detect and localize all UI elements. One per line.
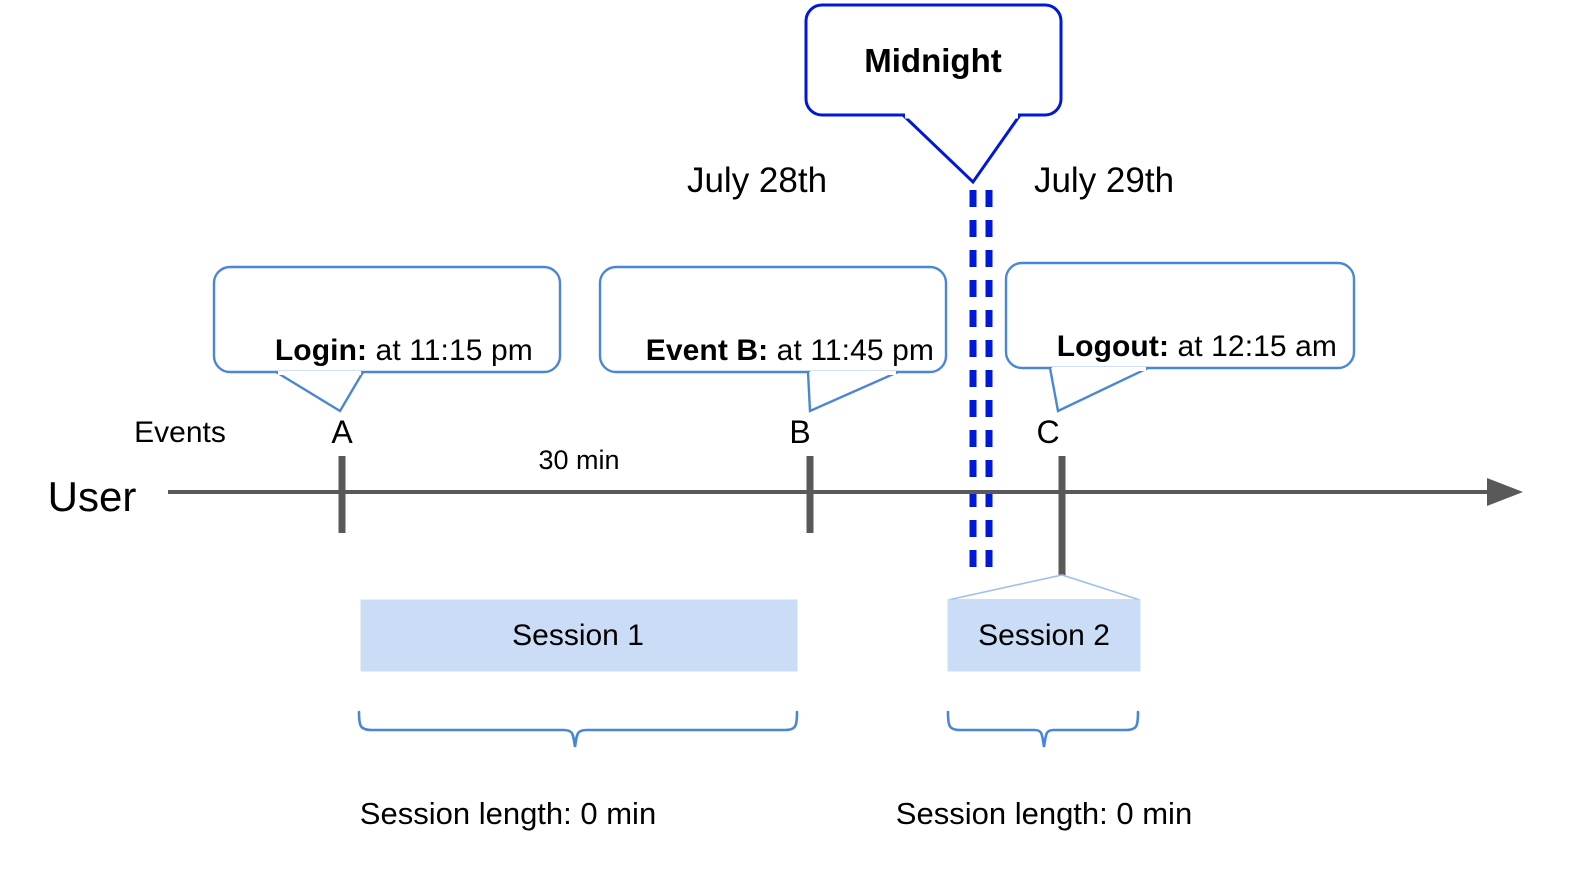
timeline-axis [168,478,1523,506]
callout-b-rest: at 11:45 pm [768,334,934,367]
session-1-length-label: Session length: 0 min [359,796,657,831]
callout-b-shape [598,265,948,413]
callout-c-text: Logout: at 12:15 am [1023,302,1337,392]
session-2-group [947,574,1141,672]
marker-label-a: A [331,414,353,450]
callout-c-box [1004,261,1356,370]
callout-b-box [598,265,948,374]
marker-label-b: B [789,414,811,450]
session-1-bar [360,599,798,672]
axis-arrow-icon [1487,478,1523,506]
callout-a-tail [275,370,365,413]
event-ticks [338,456,1066,578]
midnight-divider-lines [969,190,993,578]
duration-label: 30 min [538,445,620,475]
callout-b-text: Event B: at 11:45 pm [612,306,934,396]
callout-a-bold: Login: [274,334,368,367]
callout-c-rest: at 12:15 am [1169,330,1338,363]
callout-c-shape [1004,261,1356,413]
events-lane-label: Events [134,416,226,449]
brace-session-1 [357,710,799,748]
date-label-july-28: July 28th [686,161,828,200]
marker-label-c: C [1036,414,1060,450]
midnight-callout-shape [804,3,1063,185]
brace-session-2 [946,710,1140,748]
session-2-bar [947,599,1141,672]
session-1-label: Session 1 [512,619,644,652]
user-lane-label: User [47,473,137,520]
callout-a-text: Login: at 11:15 pm [241,306,533,396]
date-label-july-29: July 29th [1033,161,1175,200]
session-2-roof [947,574,1141,601]
midnight-callout-tail [901,113,1022,185]
callout-b-bold: Event B: [645,334,769,367]
callout-a-box [212,265,562,374]
midnight-label: Midnight [864,42,1002,79]
session-2-label: Session 2 [978,619,1110,652]
callout-a-rest: at 11:15 pm [367,334,533,367]
session-2-length-label: Session length: 0 min [895,796,1193,831]
callout-b-tail [806,370,899,413]
callout-a-shape [212,265,562,413]
callout-c-bold: Logout: [1056,330,1170,363]
callout-c-tail [1048,366,1149,413]
